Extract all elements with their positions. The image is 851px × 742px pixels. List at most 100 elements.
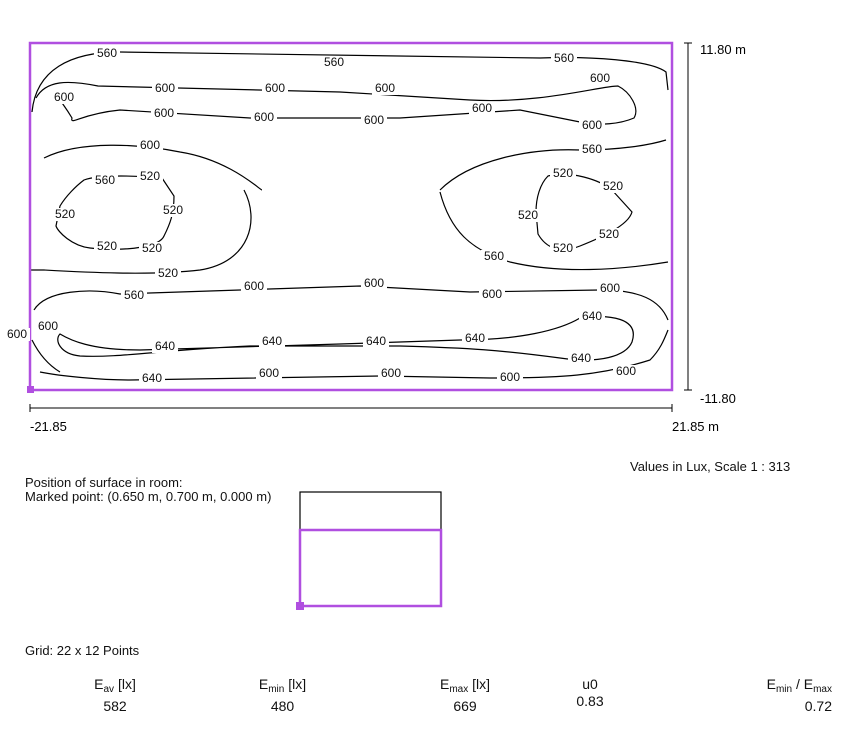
y-bottom-label: -11.80 bbox=[700, 391, 736, 406]
scale-note: Values in Lux, Scale 1 : 313 bbox=[630, 459, 791, 474]
emin-value: 480 bbox=[270, 698, 295, 714]
contour-label-bg bbox=[4, 328, 30, 341]
contour-label-bg bbox=[51, 91, 77, 104]
contour-label-bg bbox=[155, 267, 181, 280]
contour-label: 600 bbox=[582, 118, 602, 132]
contour-label: 560 bbox=[324, 55, 344, 69]
contour-label-bg bbox=[596, 228, 622, 241]
isoline-600-bottom-inner bbox=[39, 329, 669, 381]
contour-label-bg bbox=[481, 250, 507, 263]
contour-label: 600 bbox=[472, 101, 492, 115]
contour-label-bg bbox=[462, 332, 488, 345]
contour-label: 600 bbox=[254, 110, 274, 124]
contour-label-bg bbox=[241, 280, 267, 293]
contour-label: 600 bbox=[364, 276, 384, 290]
position-title: Position of surface in room: bbox=[25, 475, 183, 490]
contour-label-bg bbox=[497, 371, 523, 384]
contour-label: 600 bbox=[616, 364, 636, 378]
contour-label: 640 bbox=[582, 309, 602, 323]
contour-label: 600 bbox=[265, 81, 285, 95]
contour-label-bg bbox=[515, 209, 541, 222]
isoline-560-mid-top-right bbox=[439, 139, 667, 191]
contour-label: 600 bbox=[381, 366, 401, 380]
contour-label-bg bbox=[372, 82, 398, 95]
contour-label: 640 bbox=[366, 334, 386, 348]
contour-label-bg bbox=[378, 367, 404, 380]
room-outline bbox=[299, 491, 442, 607]
contour-label-bg bbox=[361, 277, 387, 290]
contour-label-bg bbox=[137, 170, 163, 183]
contour-label-bg bbox=[35, 320, 61, 333]
contour-label: 560 bbox=[484, 249, 504, 263]
isolines bbox=[30, 51, 669, 381]
contour-label-bg bbox=[139, 372, 165, 385]
contour-label: 520 bbox=[142, 241, 162, 255]
contour-label-bg bbox=[600, 180, 626, 193]
contour-label-bg bbox=[321, 56, 347, 69]
isoline-600-bottom-outer bbox=[33, 285, 669, 321]
isoline-520-right bbox=[535, 173, 633, 251]
contour-label-bg bbox=[121, 289, 147, 302]
contour-label: 600 bbox=[600, 281, 620, 295]
contour-label-bg bbox=[151, 107, 177, 120]
contour-label: 520 bbox=[518, 208, 538, 222]
contour-label: 600 bbox=[155, 81, 175, 95]
contour-label-bg bbox=[251, 111, 277, 124]
contour-label-bg bbox=[262, 82, 288, 95]
contour-label: 640 bbox=[155, 339, 175, 353]
y-top-label: 11.80 m bbox=[700, 42, 746, 57]
position-description: Position of surface in room: Marked poin… bbox=[25, 476, 275, 504]
isoline-600-bottom-edge bbox=[31, 339, 61, 373]
isoline-left-lobe bbox=[30, 189, 252, 274]
contour-label: 600 bbox=[54, 90, 74, 104]
contour-label-bg bbox=[613, 365, 639, 378]
contour-label: 520 bbox=[599, 227, 619, 241]
contour-label-bg bbox=[152, 340, 178, 353]
contour-label: 600 bbox=[7, 327, 27, 341]
contour-label: 520 bbox=[553, 241, 573, 255]
contour-label-bg bbox=[579, 119, 605, 132]
u0-value: 0.83 bbox=[576, 693, 604, 709]
contour-label: 520 bbox=[163, 203, 183, 217]
emax-value: 669 bbox=[453, 698, 477, 714]
contour-label: 600 bbox=[482, 287, 502, 301]
contour-label-bg bbox=[469, 102, 495, 115]
contour-label: 520 bbox=[140, 169, 160, 183]
contour-label: 600 bbox=[375, 81, 395, 95]
contour-label-bg bbox=[579, 143, 605, 156]
ratio-value: 0.72 bbox=[804, 698, 832, 714]
horizontal-dimension bbox=[29, 404, 673, 412]
contour-label-bg bbox=[139, 242, 165, 255]
contour-labels: 560 560 560 600 600 600 600 600 600 600 600 600 600 6… bbox=[4, 46, 639, 385]
isoline-600-top-outer bbox=[35, 81, 637, 125]
contour-label: 640 bbox=[571, 351, 591, 365]
contour-label-bg bbox=[92, 174, 118, 187]
surface-in-room bbox=[298, 528, 443, 608]
stat-emin: Emin [lx] 480 bbox=[235, 676, 330, 714]
surface-outline bbox=[28, 41, 674, 392]
contour-label-bg bbox=[479, 288, 505, 301]
contour-label: 600 bbox=[154, 106, 174, 120]
contour-label: 560 bbox=[124, 288, 144, 302]
contour-label: 520 bbox=[158, 266, 178, 280]
contour-label-bg bbox=[568, 352, 594, 365]
vertical-dimension bbox=[684, 42, 692, 391]
contour-label-bg bbox=[363, 335, 389, 348]
contour-label-bg bbox=[579, 310, 605, 323]
stat-eav: Eav [lx] 582 bbox=[70, 676, 160, 714]
contour-label: 560 bbox=[554, 51, 574, 65]
contour-label: 640 bbox=[142, 371, 162, 385]
contour-label-bg bbox=[587, 72, 613, 85]
marked-point: Marked point: (0.650 m, 0.700 m, 0.000 m… bbox=[25, 489, 272, 504]
contour-label: 600 bbox=[364, 113, 384, 127]
room-marked-point bbox=[296, 602, 304, 610]
contour-label-bg bbox=[259, 335, 285, 348]
contour-label: 560 bbox=[582, 142, 602, 156]
isoline-560-mid-top bbox=[43, 144, 263, 191]
room-position-diagram bbox=[296, 491, 443, 610]
contour-label: 600 bbox=[259, 366, 279, 380]
contour-label-bg bbox=[550, 167, 576, 180]
x-right-label: 21.85 m bbox=[672, 419, 719, 434]
contour-label-bg bbox=[256, 367, 282, 380]
contour-label-bg bbox=[52, 208, 78, 221]
